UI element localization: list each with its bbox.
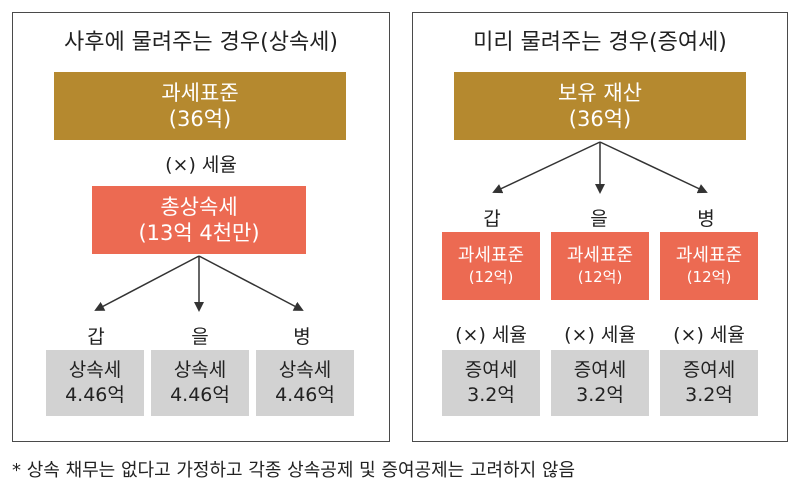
tax-base-label: 과세표준 (675, 245, 743, 267)
tax-label: 상속세 (68, 359, 122, 382)
tax-label: 증여세 (682, 359, 736, 382)
tax-amount: 3.2억 (576, 384, 624, 406)
heir-name: 병 (293, 326, 311, 348)
owned-assets-label: 보유 재산 (558, 80, 642, 105)
tax-amount: 4.46억 (65, 384, 125, 406)
total-inheritance-tax-box: 총상속세 (13억 4천만) (92, 186, 306, 254)
tax-base-label: 과세표준 (161, 80, 239, 105)
heir-inheritance-tax-box: 상속세 4.46억 (46, 350, 144, 416)
heir-tax-base-box: 과세표준 (12억) (551, 232, 649, 300)
tax-amount: 4.46억 (170, 384, 230, 406)
heir-gift-tax-box: 증여세 3.2억 (442, 350, 540, 416)
heir-name: 을 (590, 208, 608, 230)
gift-title: 미리 물려주는 경우(증여세) (473, 30, 727, 55)
tax-base-value: (12억) (468, 267, 514, 286)
tax-label: 상속세 (278, 359, 332, 382)
tax-rate-operator: (×) 세율 (564, 324, 636, 346)
tax-rate-operator: (×) 세율 (165, 154, 237, 176)
tax-label: 상속세 (173, 359, 227, 382)
tax-base-label: 과세표준 (457, 245, 525, 267)
footnote: * 상속 채무는 없다고 가정하고 각종 상속공제 및 증여공제는 고려하지 않… (12, 460, 576, 481)
heir-name: 갑 (483, 208, 501, 230)
arrow-line (198, 255, 304, 311)
tax-label: 증여세 (464, 359, 518, 382)
arrow-line (599, 141, 708, 194)
total-tax-label: 총상속세 (160, 194, 238, 219)
tax-amount: 3.2억 (685, 384, 733, 406)
total-tax-value: (13억 4천만) (138, 221, 260, 245)
inheritance-title: 사후에 물려주는 경우(상속세) (63, 30, 339, 55)
tax-rate-operator: (×) 세율 (455, 324, 527, 346)
arrow-line (492, 141, 601, 194)
heir-gift-tax-box: 증여세 3.2억 (551, 350, 649, 416)
tax-base-value: (36억) (168, 107, 232, 131)
heir-inheritance-tax-box: 상속세 4.46억 (151, 350, 249, 416)
tax-base-value: (12억) (577, 267, 623, 286)
heir-tax-base-box: 과세표준 (12억) (442, 232, 540, 300)
owned-assets-value: (36억) (568, 107, 632, 131)
heir-tax-base-box: 과세표준 (12억) (660, 232, 758, 300)
tax-base-label: 과세표준 (566, 245, 634, 267)
arrow-line (94, 255, 200, 311)
tax-base-value: (12억) (686, 267, 732, 286)
heir-name: 을 (191, 326, 209, 348)
heir-name: 병 (697, 208, 715, 230)
heir-gift-tax-box: 증여세 3.2억 (660, 350, 758, 416)
tax-amount: 3.2억 (467, 384, 515, 406)
owned-assets-box: 보유 재산 (36억) (454, 72, 746, 140)
inheritance-tax-base-box: 과세표준 (36억) (54, 72, 346, 140)
heir-name: 갑 (87, 326, 105, 348)
tax-rate-operator: (×) 세율 (673, 324, 745, 346)
heir-inheritance-tax-box: 상속세 4.46억 (256, 350, 354, 416)
tax-label: 증여세 (573, 359, 627, 382)
tax-amount: 4.46억 (275, 384, 335, 406)
